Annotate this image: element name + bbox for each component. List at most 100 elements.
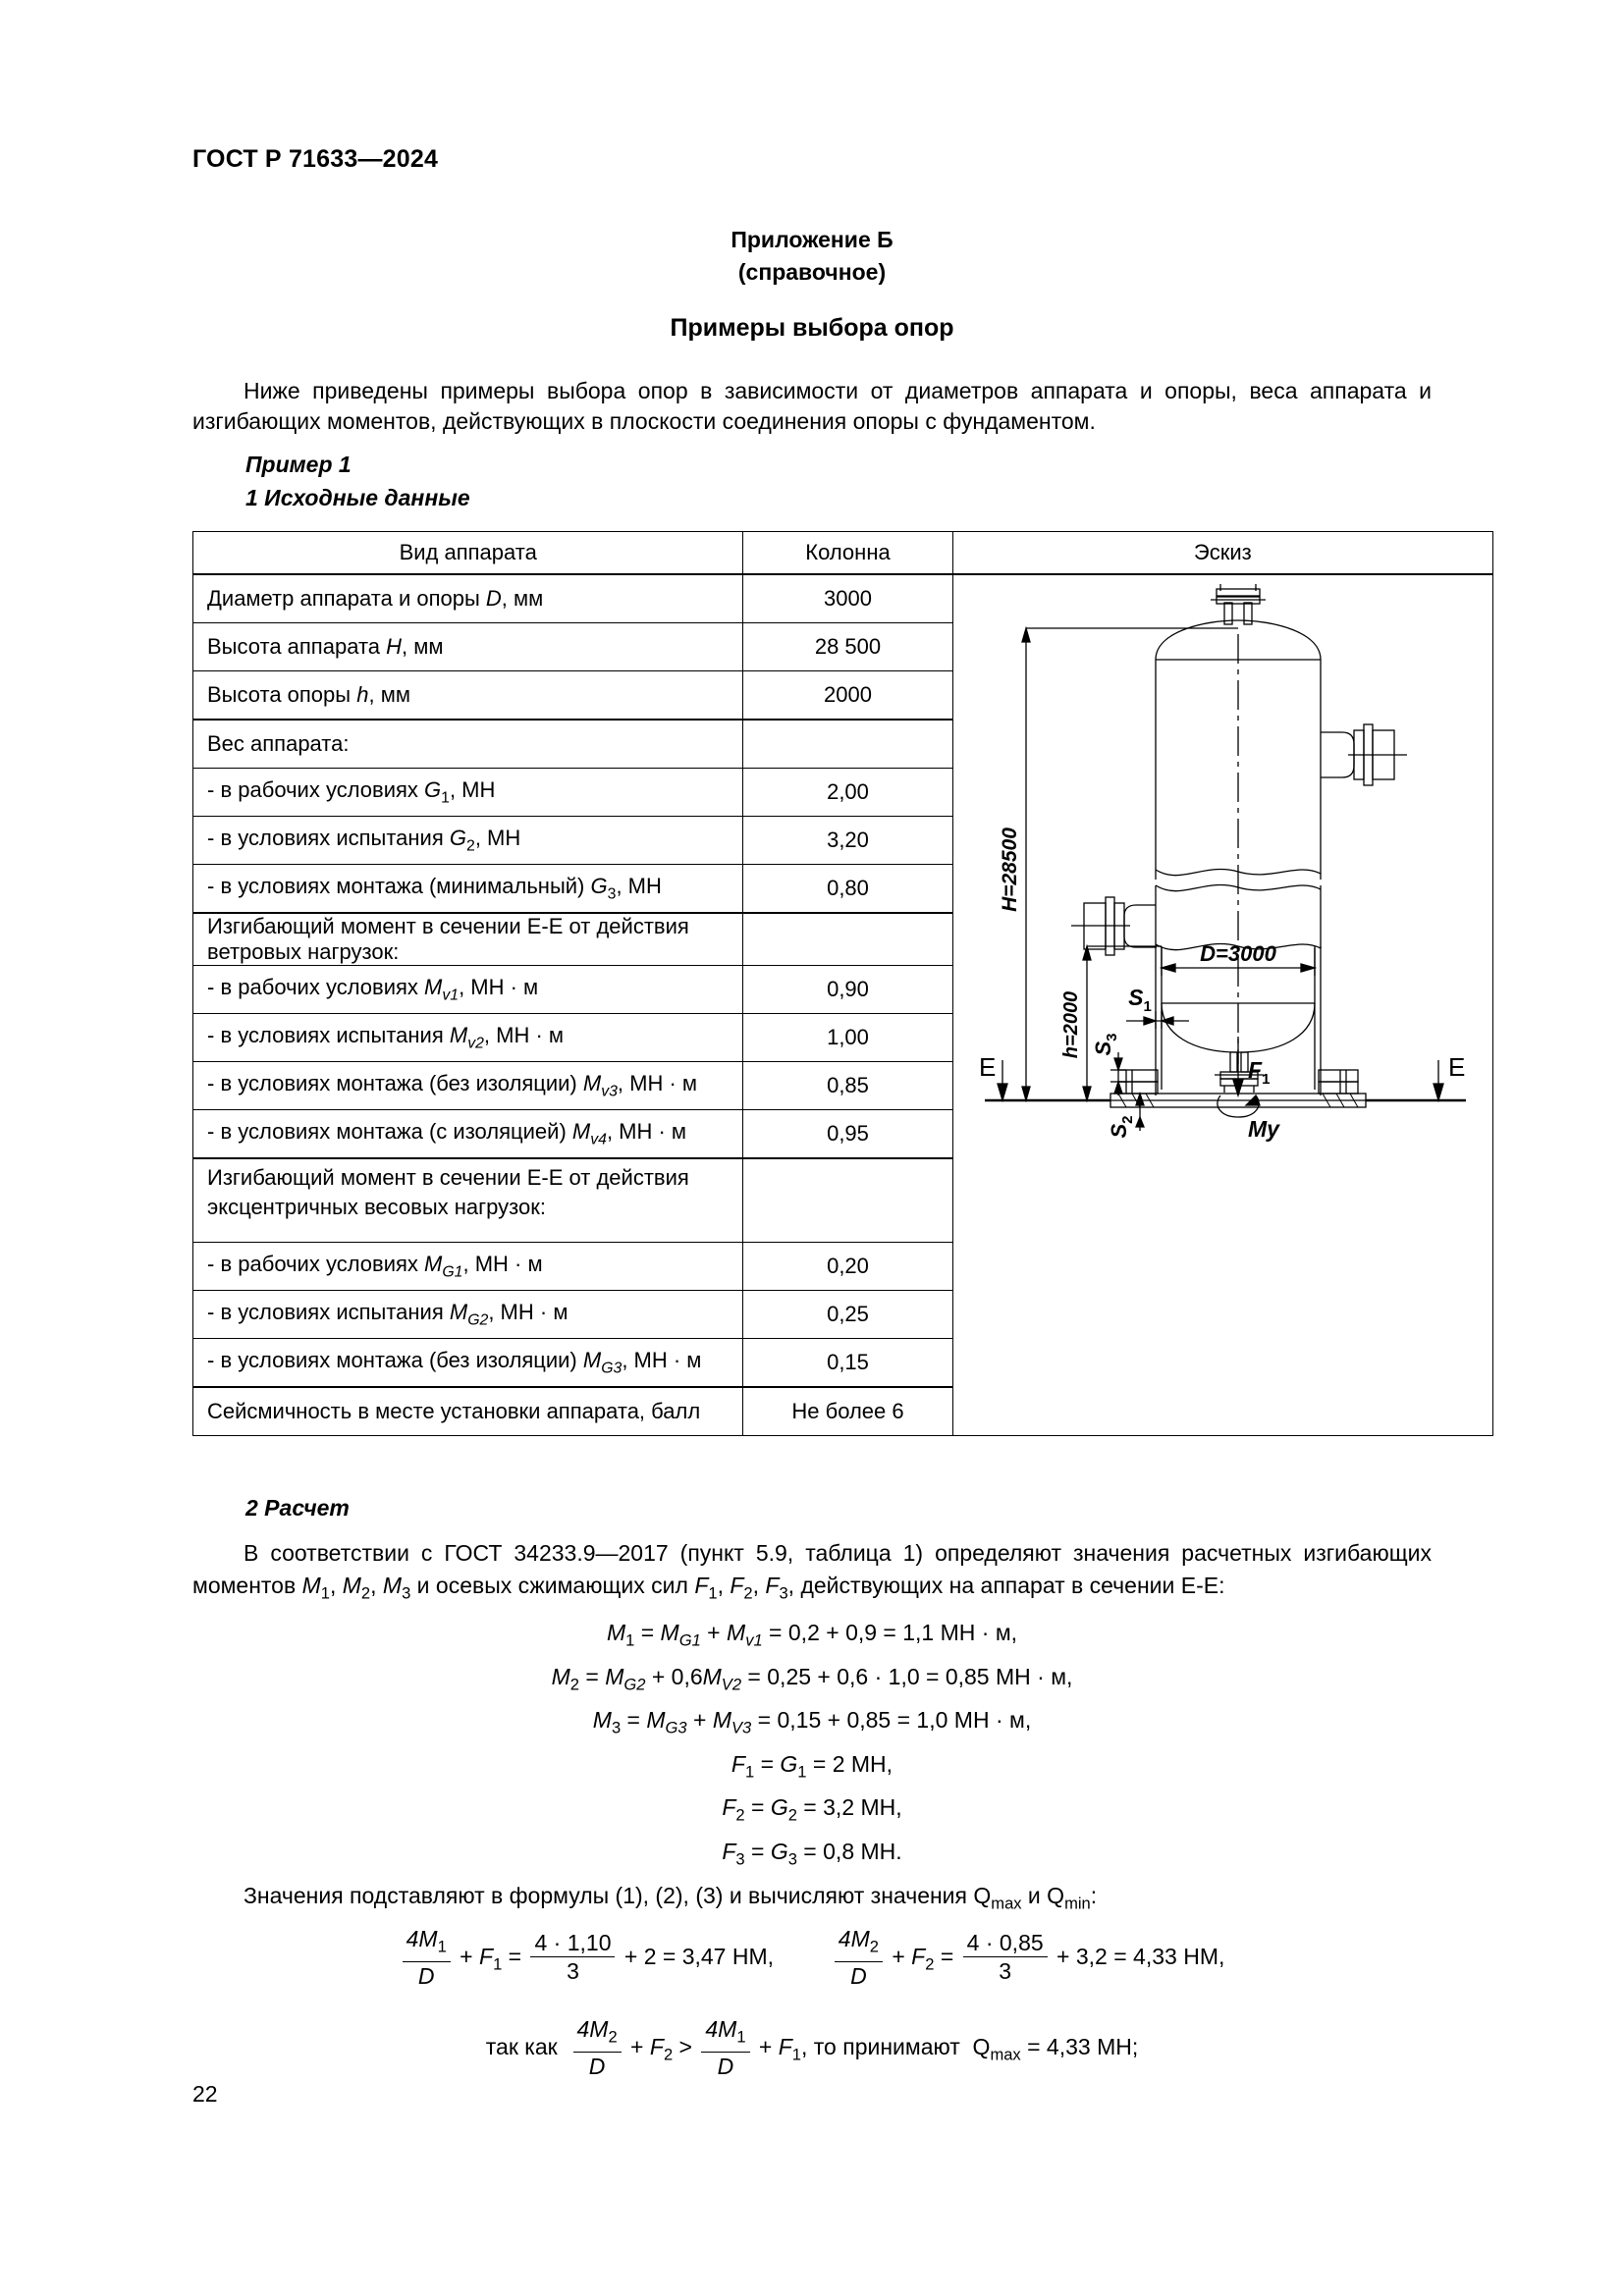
side-nozzle-upper-icon bbox=[1320, 723, 1407, 786]
formula-M3: M3 = MG3 + MV3 = 0,15 + 0,85 = 1,0 МН · … bbox=[592, 1707, 1032, 1737]
moment-My-label: My bbox=[1248, 1116, 1280, 1142]
row-label: Сейсмичность в месте установки аппарата,… bbox=[191, 1386, 744, 1436]
row-label: Вес аппарата: bbox=[191, 719, 744, 769]
conclusion-expression: так как 4M2 D + F2 > 4M1 D + F1, то прин… bbox=[485, 2016, 1139, 2079]
fraction-4M2-D: 4M2 D bbox=[834, 1926, 883, 1989]
row-label: Изгибающий момент в сечении Е-Е от дейст… bbox=[191, 1157, 744, 1243]
row-value: Не более 6 bbox=[742, 1386, 953, 1436]
apparatus-sketch: H=28500 h=2000 bbox=[953, 575, 1492, 1145]
table-group-row: Вес аппарата: bbox=[191, 719, 1493, 769]
row-label: - в условиях испытания G2, МН bbox=[191, 816, 744, 865]
formula-F1: F1 = G1 = 2 МН, bbox=[731, 1750, 893, 1782]
row-label: Диаметр аппарата и опоры D, мм bbox=[191, 573, 744, 623]
row-value bbox=[742, 1157, 953, 1243]
row-label: - в рабочих условиях Mv1, МН · м bbox=[191, 965, 744, 1014]
table-group-row: Изгибающий момент в сечении Е-Е от дейст… bbox=[191, 1157, 1493, 1243]
fraction-4M1-D: 4M1 D bbox=[402, 1926, 451, 1989]
column-header-column: Колонна bbox=[742, 531, 953, 575]
dimension-S1 bbox=[1125, 1011, 1189, 1029]
annex-label: Приложение Б bbox=[731, 227, 893, 252]
dimension-S2-label: S2 bbox=[1107, 1115, 1136, 1138]
calculation-intro: В соответствии с ГОСТ 34233.9—2017 (пунк… bbox=[192, 1540, 1432, 1603]
table-row: Сейсмичность в месте установки аппарата,… bbox=[191, 1386, 1493, 1436]
table-row: - в условиях испытания MG2, МН · м 0,25 bbox=[191, 1290, 1493, 1339]
table-row: - в условиях монтажа (без изоляции) MG3,… bbox=[191, 1338, 1493, 1388]
conclusion-lead: так как bbox=[485, 2033, 558, 2059]
row-value: 0,25 bbox=[742, 1290, 953, 1339]
table-row: - в рабочих условиях G1, МН 2,00 bbox=[191, 768, 1493, 817]
sketch-cell: H=28500 h=2000 bbox=[951, 573, 1494, 1436]
table-row: - в рабочих условиях MG1, МН · м 0,20 bbox=[191, 1242, 1493, 1291]
initial-data-table: Вид аппарата Колонна Эскиз Диаметр аппар… bbox=[191, 531, 1494, 1436]
row-label: - в условиях монтажа (без изоляции) Mv3,… bbox=[191, 1061, 744, 1110]
row-value: 0,95 bbox=[742, 1109, 953, 1159]
force-arrow bbox=[1231, 1037, 1244, 1098]
table-row: - в условиях испытания G2, МН 3,20 bbox=[191, 816, 1493, 865]
example-label: Пример 1 bbox=[245, 452, 352, 477]
row-value: 3000 bbox=[742, 573, 953, 623]
intro-paragraph: Ниже приведены примеры выбора опор в зав… bbox=[192, 376, 1432, 437]
row-label: - в условиях монтажа (без изоляции) MG3,… bbox=[191, 1338, 744, 1388]
formula-list: M1 = MG1 + Mv1 = 0,2 + 0,9 = 1,1 МН · м,… bbox=[0, 1615, 1624, 1878]
row-value: 0,20 bbox=[742, 1242, 953, 1291]
row-value: 28 500 bbox=[742, 622, 953, 671]
row-label: - в рабочих условиях G1, МН bbox=[191, 768, 744, 817]
row-value: 2,00 bbox=[742, 768, 953, 817]
sketch-svg: H=28500 h=2000 bbox=[979, 584, 1466, 1142]
vessel-top-head bbox=[1154, 619, 1322, 661]
formula-M2: M2 = MG2 + 0,6MV2 = 0,25 + 0,6 · 1,0 = 0… bbox=[551, 1663, 1073, 1694]
section-label-left: E bbox=[979, 1052, 996, 1082]
section-calculation-label: 2 Расчет bbox=[245, 1495, 350, 1521]
row-label: Изгибающий момент в сечении Е-Е от дейст… bbox=[191, 912, 744, 966]
fraction-row-2: так как 4M2 D + F2 > 4M1 D + F1, то прин… bbox=[0, 2016, 1624, 2080]
row-value: 0,85 bbox=[742, 1061, 953, 1110]
expression-Q1: 4M1 D + F1 = 4 · 1,10 3 + 2 = 3,47 НМ, bbox=[400, 1926, 774, 1990]
table-row: Высота опоры h, мм 2000 bbox=[191, 670, 1493, 721]
force-F1-label: F1 bbox=[1248, 1057, 1270, 1088]
table-row: Высота аппарата H, мм 28 500 bbox=[191, 622, 1493, 671]
annex-heading: Приложение Б (справочное) bbox=[0, 224, 1624, 289]
row-value: 0,80 bbox=[742, 864, 953, 914]
column-header-sketch: Эскиз bbox=[951, 531, 1494, 575]
dimension-S2 bbox=[1134, 1091, 1145, 1131]
dimension-H-label: H=28500 bbox=[999, 828, 1021, 912]
fraction-4M1-D-compare: 4M1 D bbox=[701, 2016, 750, 2079]
table-row: - в условиях монтажа (с изоляцией) Mv4, … bbox=[191, 1109, 1493, 1159]
dimension-H bbox=[1020, 625, 1238, 1103]
table-group-row: Изгибающий момент в сечении Е-Е от дейст… bbox=[191, 912, 1493, 966]
dimension-D-label: D=3000 bbox=[1200, 941, 1276, 966]
section-initial-data-label: 1 Исходные данные bbox=[245, 485, 470, 510]
row-value: 1,00 bbox=[742, 1013, 953, 1062]
fraction-4x110-3: 4 · 1,10 3 bbox=[530, 1930, 616, 1984]
dimension-S1-label: S1 bbox=[1128, 985, 1152, 1015]
section-mark-right bbox=[1432, 1060, 1444, 1103]
column-header-apparatus-type: Вид аппарата bbox=[191, 531, 744, 575]
row-label: Высота аппарата H, мм bbox=[191, 622, 744, 671]
row-value: 0,90 bbox=[742, 965, 953, 1014]
row-value bbox=[742, 912, 953, 966]
table-row: - в условиях монтажа (минимальный) G3, М… bbox=[191, 864, 1493, 914]
moment-arc bbox=[1216, 1094, 1261, 1118]
fraction-4x085-3: 4 · 0,85 3 bbox=[962, 1930, 1048, 1984]
intro-text: Ниже приведены примеры выбора опор в зав… bbox=[192, 378, 1432, 434]
dimension-h-label: h=2000 bbox=[1060, 991, 1082, 1058]
row-label: - в условиях испытания Mv2, МН · м bbox=[191, 1013, 744, 1062]
row-value: 2000 bbox=[742, 670, 953, 721]
formula-F2: F2 = G2 = 3,2 МН, bbox=[722, 1794, 902, 1825]
dimension-h bbox=[1081, 943, 1162, 1103]
row-label: - в рабочих условиях MG1, МН · м bbox=[191, 1242, 744, 1291]
annex-title: Примеры выбора опор bbox=[670, 314, 954, 342]
formula-M1: M1 = MG1 + Mv1 = 0,2 + 0,9 = 1,1 МН · м, bbox=[606, 1620, 1018, 1650]
table-row: - в условиях монтажа (без изоляции) Mv3,… bbox=[191, 1061, 1493, 1110]
formula-F3: F3 = G3 = 0,8 МН. bbox=[722, 1838, 902, 1869]
row-label: Высота опоры h, мм bbox=[191, 670, 744, 721]
expression-Q2: 4M2 D + F2 = 4 · 0,85 3 + 3,2 = 4,33 НМ, bbox=[832, 1926, 1224, 1990]
row-label: - в условиях монтажа (с изоляцией) Mv4, … bbox=[191, 1109, 744, 1159]
dimension-S3-label: S3 bbox=[1091, 1033, 1120, 1055]
row-label: - в условиях монтажа (минимальный) G3, М… bbox=[191, 864, 744, 914]
row-value bbox=[742, 719, 953, 769]
fraction-4M2-D-compare: 4M2 D bbox=[572, 2016, 622, 2079]
row-label: - в условиях испытания MG2, МН · м bbox=[191, 1290, 744, 1339]
section-label-right: E bbox=[1448, 1052, 1465, 1082]
